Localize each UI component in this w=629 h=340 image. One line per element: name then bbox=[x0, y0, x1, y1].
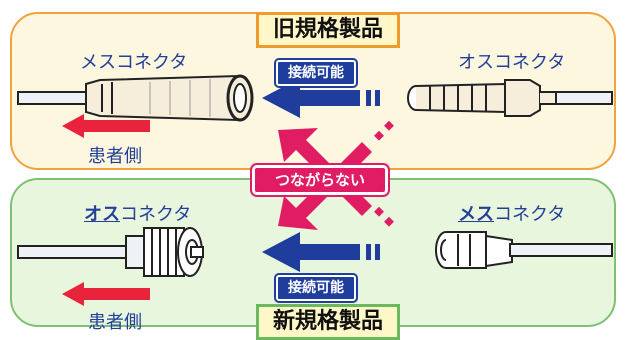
new-standard-title: 新規格製品 bbox=[256, 304, 401, 340]
new-female-label: メスコネクタ bbox=[458, 204, 565, 226]
new-male-label-rest: コネクタ bbox=[120, 204, 192, 225]
old-male-label: オスコネクタ bbox=[458, 52, 566, 73]
old-standard-title: 旧規格製品 bbox=[256, 12, 401, 48]
no-connect-label: つながらない bbox=[252, 165, 388, 195]
new-connectable-badge: 接続可能 bbox=[276, 275, 356, 301]
new-female-label-rest: コネクタ bbox=[494, 204, 566, 225]
old-patient-arrow bbox=[62, 114, 150, 138]
old-connectable-badge: 接続可能 bbox=[276, 60, 356, 86]
old-left-tube bbox=[17, 91, 89, 105]
new-male-connector bbox=[125, 227, 204, 277]
new-female-label-emphasis: メス bbox=[458, 204, 494, 225]
new-male-label: オスコネクタ bbox=[84, 204, 191, 226]
old-female-label: メスコネクタ bbox=[80, 52, 188, 73]
new-left-tube bbox=[17, 245, 129, 259]
new-right-tube bbox=[509, 243, 613, 257]
new-patient-side-label: 患者側 bbox=[88, 312, 142, 333]
old-right-tube bbox=[555, 91, 613, 105]
old-male-connector bbox=[407, 79, 559, 117]
new-patient-arrow bbox=[62, 282, 150, 306]
old-connect-arrow bbox=[262, 78, 380, 118]
old-female-connector bbox=[85, 74, 254, 122]
new-male-label-emphasis: オス bbox=[84, 204, 120, 225]
new-connect-arrow bbox=[262, 232, 380, 272]
new-female-connector bbox=[435, 231, 513, 269]
old-patient-side-label: 患者側 bbox=[88, 146, 142, 167]
